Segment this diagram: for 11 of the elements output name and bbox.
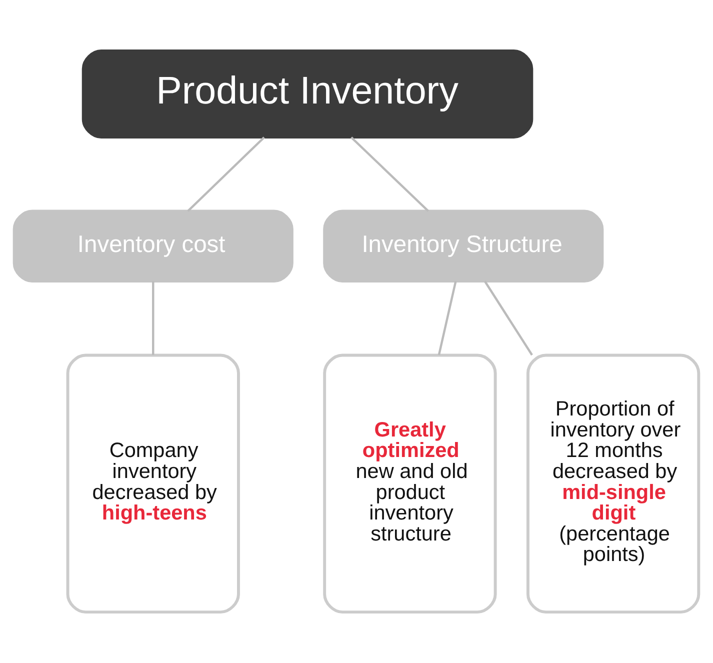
node-box: Company inventory decreased by high-teens [66, 354, 240, 614]
connector [438, 280, 457, 356]
connector [484, 280, 533, 356]
connector [152, 281, 154, 356]
node-box: Inventory Structure [323, 210, 604, 283]
connector [350, 136, 430, 212]
node-box: Proportion of inventory over 12 months decreased by mid-single digit (percentage points) [526, 354, 700, 614]
node-box: Inventory cost [12, 210, 294, 283]
node-box: Product Inventory [82, 49, 534, 139]
connector [187, 136, 265, 212]
node-box: Greatly optimized new and old product inventory structure [323, 354, 497, 614]
